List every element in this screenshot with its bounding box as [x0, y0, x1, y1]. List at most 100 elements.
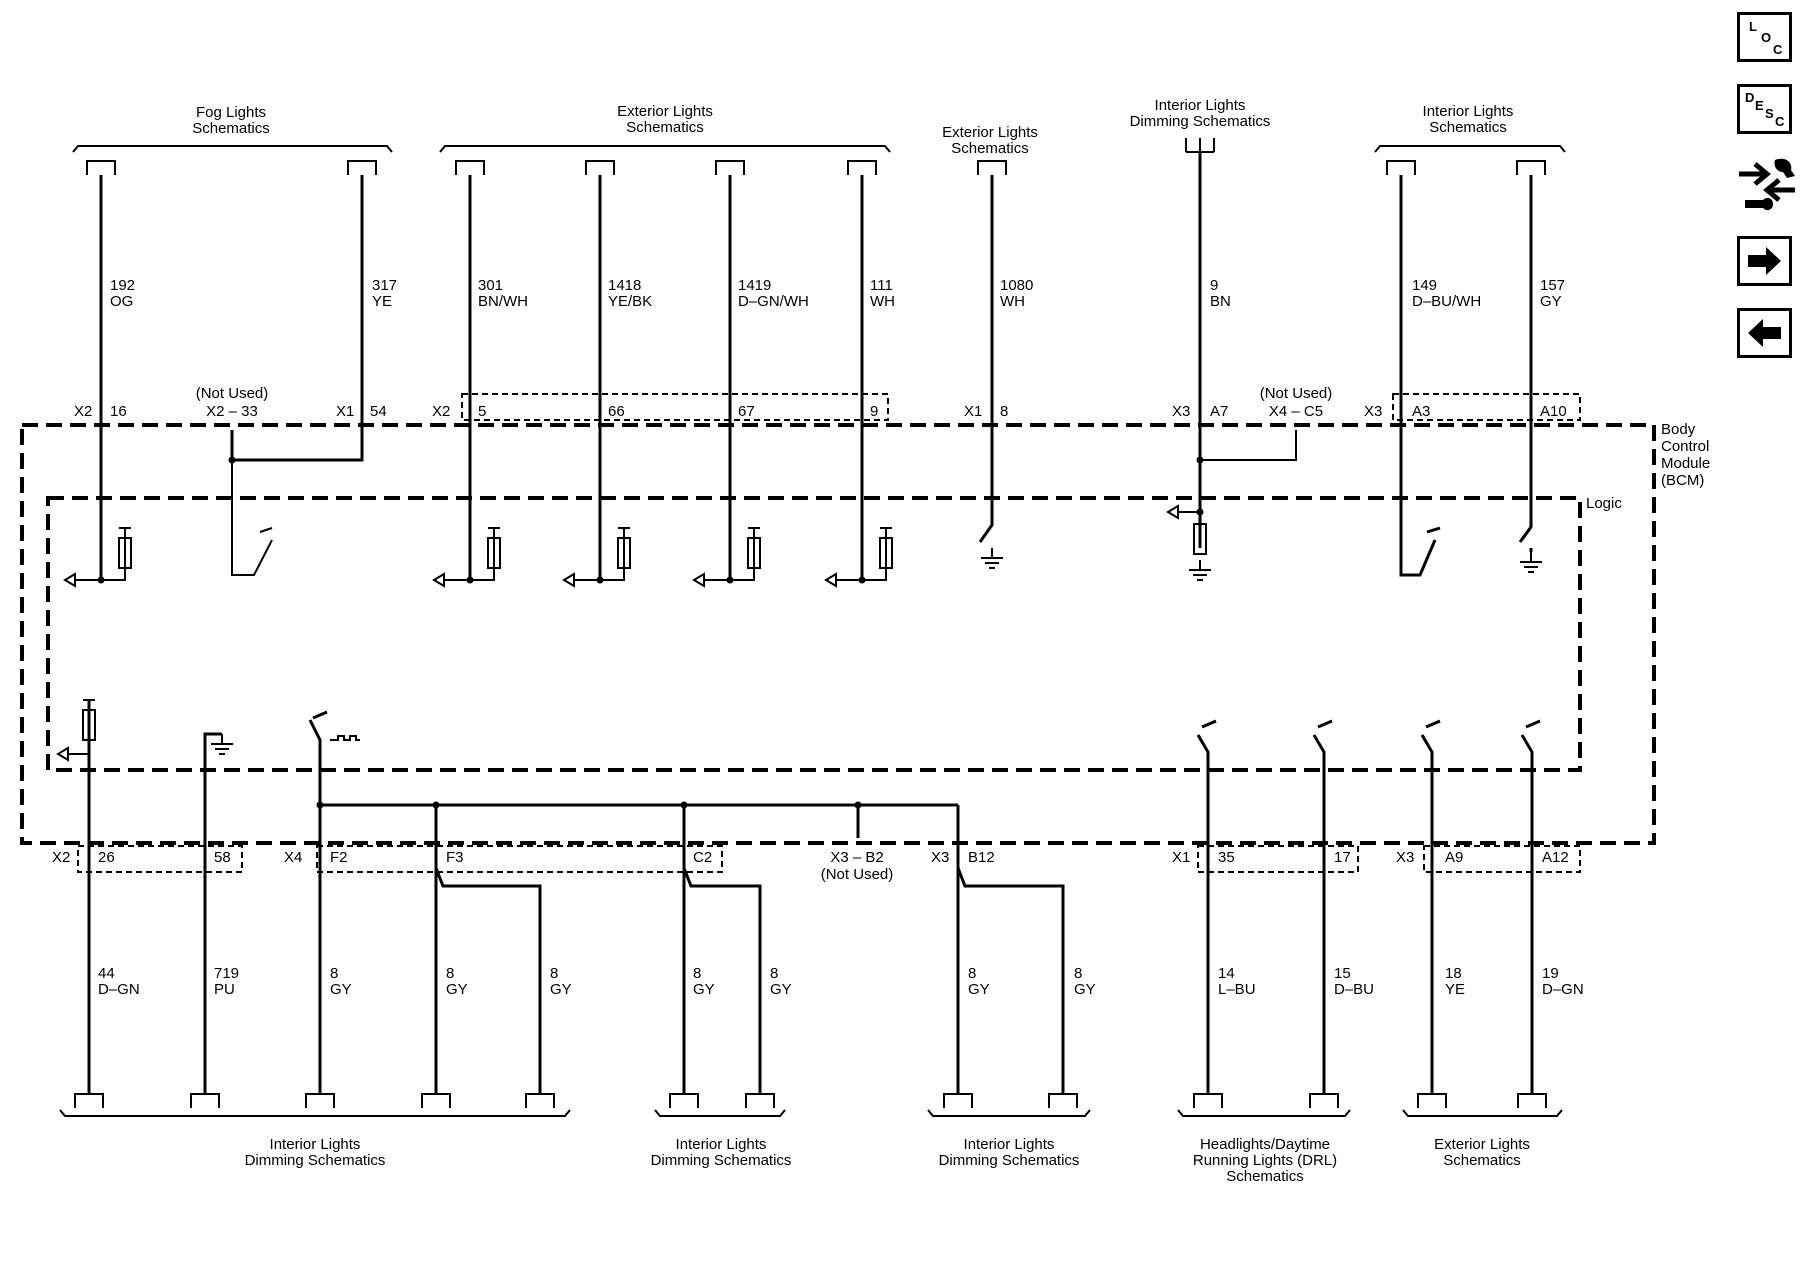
resistor-symbol: [879, 537, 893, 569]
svg-text:X3 – B2: X3 – B2: [830, 849, 883, 866]
svg-text:A10: A10: [1540, 403, 1567, 420]
connector-terminal: [1386, 160, 1416, 175]
svg-text:(Not Used): (Not Used): [1260, 385, 1333, 402]
switch-x2-33: [231, 430, 273, 576]
loc-letter-l: L: [1749, 19, 1757, 34]
bottom-connector-dash-boxes: [77, 845, 1581, 873]
svg-text:Schematics: Schematics: [626, 119, 704, 136]
svg-text:A9: A9: [1445, 849, 1463, 866]
connector-terminal: [1516, 160, 1546, 175]
junction-dot: [1196, 508, 1204, 516]
junction-dot: [596, 576, 604, 584]
svg-text:GY: GY: [330, 981, 352, 998]
bottom-wire-f3-branch: [434, 867, 542, 1094]
svg-text:5: 5: [478, 403, 486, 420]
svg-text:8: 8: [968, 965, 976, 982]
svg-text:GY: GY: [968, 981, 990, 998]
svg-text:X4: X4: [284, 849, 302, 866]
resistor-symbol: [747, 537, 761, 569]
bottom-group-exterior-lights: Exterior Lights Schematics: [1402, 1109, 1563, 1169]
svg-text:Schematics: Schematics: [192, 120, 270, 137]
loc-icon[interactable]: L O C: [1737, 12, 1792, 62]
svg-text:YE: YE: [372, 293, 392, 310]
resistor-symbol: [1193, 523, 1207, 555]
svg-text:X1: X1: [1172, 849, 1190, 866]
pwm-symbol: [330, 735, 360, 741]
bottom-switch-wire: [1520, 719, 1541, 1094]
svg-text:X2: X2: [74, 403, 92, 420]
svg-text:Dimming Schematics: Dimming Schematics: [651, 1152, 792, 1169]
svg-text:Interior Lights: Interior Lights: [964, 1136, 1055, 1153]
arrow-head: [562, 572, 575, 588]
top-wire-1080: [978, 175, 994, 543]
connector-terminal: [715, 160, 745, 175]
connector-terminal: [977, 160, 1007, 175]
svg-text:Fog Lights: Fog Lights: [196, 104, 266, 121]
svg-text:GY: GY: [1074, 981, 1096, 998]
svg-text:17: 17: [1334, 849, 1351, 866]
svg-text:149: 149: [1412, 277, 1437, 294]
connector-terminal: [1193, 1093, 1223, 1108]
wrench-arrows-icon[interactable]: [1737, 156, 1797, 216]
svg-text:X2: X2: [52, 849, 70, 866]
svg-text:PU: PU: [214, 981, 235, 998]
connector-terminal: [421, 1093, 451, 1108]
prev-page-button[interactable]: [1737, 308, 1792, 358]
loc-letter-c: C: [1773, 42, 1783, 57]
svg-text:A3: A3: [1412, 403, 1430, 420]
connector-terminal: [347, 160, 377, 175]
arrow-head: [692, 572, 705, 588]
bottom-wire-c2-branch: [682, 867, 762, 1094]
arrow-head: [56, 746, 69, 762]
svg-text:18: 18: [1445, 965, 1462, 982]
svg-text:D–BU: D–BU: [1334, 981, 1374, 998]
svg-text:Schematics: Schematics: [951, 140, 1029, 157]
top-group-exterior-lights-2: Exterior Lights Schematics: [942, 124, 1038, 157]
top-pin-labels: X2 16 (Not Used) X2 – 33 X1 54 X2 5 66 6…: [74, 385, 1567, 420]
bottom-switch-wire: [1312, 719, 1333, 1094]
svg-text:(BCM): (BCM): [1661, 472, 1704, 489]
pullup-branch: [704, 528, 755, 581]
next-page-button[interactable]: [1737, 236, 1792, 286]
top-group-exterior-lights: Exterior Lights Schematics: [439, 103, 891, 153]
connector-terminal: [74, 1093, 104, 1108]
svg-text:GY: GY: [693, 981, 715, 998]
bottom-switch-wire: [1420, 719, 1441, 1094]
svg-text:F2: F2: [330, 849, 348, 866]
resistor-symbol: [487, 537, 501, 569]
wiring-layer: [56, 138, 1547, 1108]
svg-text:719: 719: [214, 965, 239, 982]
logic-boundary: [46, 496, 1582, 772]
connector-terminal: [305, 1093, 335, 1108]
connector-terminal: [525, 1093, 555, 1108]
svg-text:Running Lights (DRL): Running Lights (DRL): [1193, 1152, 1337, 1169]
svg-text:Dimming Schematics: Dimming Schematics: [245, 1152, 386, 1169]
svg-text:Body: Body: [1661, 421, 1696, 438]
arrow-right-icon: [1748, 247, 1781, 275]
svg-text:1418: 1418: [608, 277, 641, 294]
ground-symbol: [1189, 560, 1211, 581]
svg-text:L–BU: L–BU: [1218, 981, 1256, 998]
svg-text:C2: C2: [693, 849, 712, 866]
bottom-group-interior-dimming-2: Interior Lights Dimming Schematics: [651, 1109, 792, 1169]
svg-text:GY: GY: [1540, 293, 1562, 310]
svg-text:X3: X3: [1396, 849, 1414, 866]
ground-symbol: [211, 734, 233, 755]
bottom-wire-b12-branch: [956, 867, 1065, 1094]
svg-text:GY: GY: [446, 981, 468, 998]
svg-text:26: 26: [98, 849, 115, 866]
svg-text:15: 15: [1334, 965, 1351, 982]
connector-terminal-dimming: [1185, 138, 1215, 153]
bottom-wire-719: [203, 732, 222, 1094]
not-used-x4-c5: [1200, 430, 1297, 461]
desc-icon[interactable]: D E S C: [1737, 84, 1792, 134]
svg-text:9: 9: [870, 403, 878, 420]
svg-text:301: 301: [478, 277, 503, 294]
connector-terminal: [455, 160, 485, 175]
svg-text:X3: X3: [1172, 403, 1190, 420]
bottom-switch-wire: [1196, 719, 1217, 1094]
svg-text:35: 35: [1218, 849, 1235, 866]
svg-text:X1: X1: [336, 403, 354, 420]
